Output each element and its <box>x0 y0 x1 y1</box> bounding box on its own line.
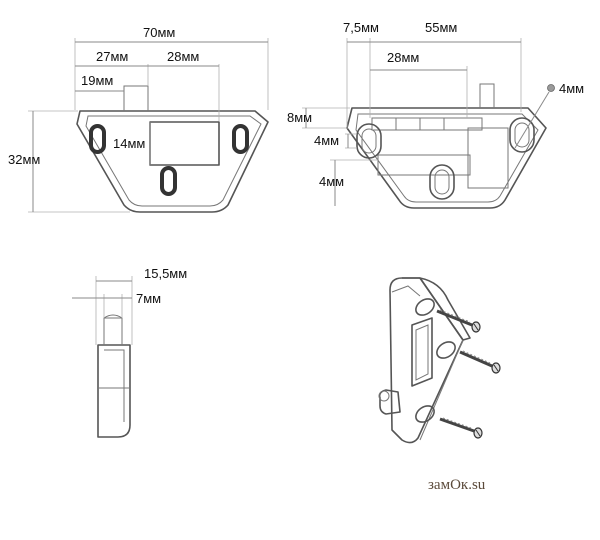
front-right-hole <box>232 124 249 154</box>
side-dim-depth: 15,5мм <box>144 266 187 281</box>
back-dim-edge: 7,5мм <box>343 20 379 35</box>
iso-pin <box>378 389 401 415</box>
watermark: замОк.su <box>428 477 486 493</box>
back-view: 7,5мм 55мм 28мм 8мм 4мм 4мм 4мм <box>287 20 584 209</box>
side-pin <box>103 317 123 345</box>
side-body-outline <box>97 344 131 438</box>
front-dim-left-to-slot: 27мм <box>96 49 128 64</box>
back-dim-rib: 4мм <box>314 133 339 148</box>
front-dim-total-height: 32мм <box>8 152 40 167</box>
iso-body-side <box>402 277 471 341</box>
iso-middle-hole <box>436 341 456 359</box>
front-dim-total-width: 70мм <box>143 25 175 40</box>
screw-icon-top <box>436 309 481 333</box>
back-side-wall <box>467 127 509 189</box>
back-body-inner <box>355 113 539 203</box>
back-left-hole <box>356 123 382 159</box>
screw-icon-middle <box>459 350 501 374</box>
iso-bottom-hole <box>415 405 435 423</box>
back-pin <box>479 83 495 108</box>
back-dim-width: 55мм <box>425 20 457 35</box>
front-dim-slot-width: 28мм <box>167 49 199 64</box>
front-body-inner <box>85 115 262 207</box>
iso-center-slot <box>411 317 433 387</box>
back-dim-hole: 4мм <box>559 81 584 96</box>
dim-leader-hole <box>514 91 550 149</box>
screw-icon-bottom <box>439 417 483 439</box>
front-bottom-hole <box>160 166 177 196</box>
side-view: 15,5мм 7мм <box>72 266 187 438</box>
back-rib-top <box>371 117 483 131</box>
front-dim-pin-offset: 19мм <box>81 73 113 88</box>
back-body-outline <box>346 107 547 209</box>
front-view: 70мм 27мм 28мм 19мм 14мм 32мм <box>8 25 269 213</box>
back-dim-slot: 28мм <box>387 50 419 65</box>
iso-top-hole <box>415 298 435 316</box>
front-dim-slot-height: 14мм <box>113 136 145 151</box>
back-dim-depth: 8мм <box>287 110 312 125</box>
back-dim-bottom: 4мм <box>319 174 344 189</box>
iso-body-front <box>389 277 464 444</box>
back-bottom-hole <box>429 164 455 200</box>
back-right-hole <box>509 117 535 153</box>
side-dim-pin: 7мм <box>136 291 161 306</box>
isometric-view <box>378 277 501 444</box>
front-body-outline <box>76 110 269 213</box>
back-rib-bottom <box>377 154 471 176</box>
hole-marker-icon <box>547 84 555 92</box>
front-left-hole <box>89 124 106 154</box>
front-pin <box>123 85 149 111</box>
front-center-slot <box>149 121 220 166</box>
